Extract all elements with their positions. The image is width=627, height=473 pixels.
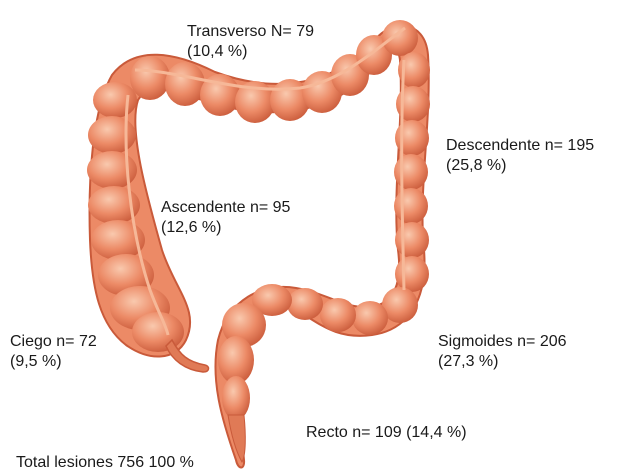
label-ascendente-pct: (12,6 %) — [161, 218, 290, 238]
label-sigmoides-pct: (27,3 %) — [438, 352, 567, 372]
label-ciego-pct: (9,5 %) — [10, 352, 97, 372]
label-recto-count: Recto n= 109 (14,4 %) — [306, 423, 467, 443]
label-transverso: Transverso N= 79 (10,4 %) — [187, 22, 314, 62]
label-total: Total lesiones 756 100 % — [16, 453, 194, 473]
label-descendente-count: Descendente n= 195 — [446, 136, 594, 156]
label-ciego-count: Ciego n= 72 — [10, 332, 97, 352]
label-ascendente: Ascendente n= 95 (12,6 %) — [161, 198, 290, 238]
label-transverso-pct: (10,4 %) — [187, 42, 314, 62]
label-total-text: Total lesiones 756 100 % — [16, 453, 194, 473]
label-descendente: Descendente n= 195 (25,8 %) — [446, 136, 594, 176]
label-descendente-pct: (25,8 %) — [446, 156, 594, 176]
label-sigmoides: Sigmoides n= 206 (27,3 %) — [438, 332, 567, 372]
label-ciego: Ciego n= 72 (9,5 %) — [10, 332, 97, 372]
label-recto: Recto n= 109 (14,4 %) — [306, 423, 467, 443]
label-transverso-count: Transverso N= 79 — [187, 22, 314, 42]
appendix — [166, 340, 209, 372]
label-sigmoides-count: Sigmoides n= 206 — [438, 332, 567, 352]
label-ascendente-count: Ascendente n= 95 — [161, 198, 290, 218]
